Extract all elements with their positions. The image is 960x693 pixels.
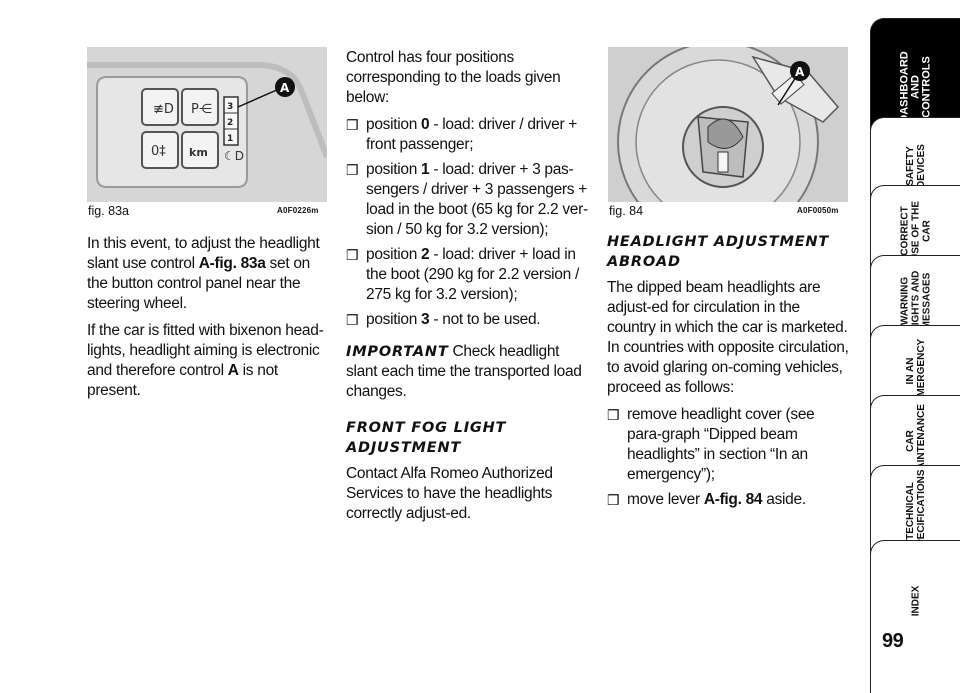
headlight-lever-illustration: A (608, 47, 848, 202)
figure-caption: fig. 84 (609, 204, 644, 218)
section-tabs: DASHBOARD AND CONTROLS SAFETY DEVICES CO… (870, 0, 960, 693)
figure-caption: fig. 83a (88, 204, 130, 218)
section-heading: HEADLIGHT ADJUSTMENT ABROAD (607, 234, 830, 270)
list-item: ❒position 2 - load: driver + load in the… (346, 246, 579, 303)
tab-index[interactable]: INDEX (870, 540, 960, 693)
list-item: ❒position 0 - load: driver / driver + fr… (346, 116, 578, 153)
paragraph: Control has four positions corresponding… (346, 49, 561, 106)
svg-text:3: 3 (227, 102, 233, 112)
paragraph: In this event, to adjust the headlight s… (87, 235, 320, 312)
list-item: ❒position 3 - not to be used. (346, 311, 541, 328)
figure-code: A0F0226m (277, 206, 319, 215)
checkbox-bullet-icon: ❒ (346, 247, 359, 263)
km-button-label: km (189, 146, 208, 159)
callout-a: A (795, 65, 805, 79)
svg-text:1: 1 (227, 134, 233, 144)
svg-text:≢D: ≢D (153, 102, 174, 117)
checkbox-bullet-icon: ❒ (346, 312, 359, 328)
checkbox-bullet-icon: ❒ (607, 407, 620, 423)
svg-text:☾D: ☾D (224, 149, 244, 163)
svg-text:P⋲: P⋲ (191, 102, 212, 117)
list-item: ❒remove headlight cover (see para-graph … (607, 406, 815, 483)
important-note: IMPORTANT Check headlight slant each tim… (346, 343, 582, 400)
page-number: 99 (882, 630, 904, 652)
svg-text:2: 2 (227, 118, 233, 128)
paragraph: Contact Alfa Romeo Authorized Services t… (346, 465, 553, 522)
callout-a: A (280, 81, 290, 95)
paragraph: If the car is fitted with bixenon head-l… (87, 322, 324, 399)
figure-84: A (608, 47, 848, 202)
svg-text:0‡: 0‡ (151, 144, 166, 159)
column-left: In this event, to adjust the headlight s… (87, 234, 327, 408)
list-item: ❒move lever A-fig. 84 aside. (607, 491, 806, 508)
checkbox-bullet-icon: ❒ (607, 492, 620, 508)
column-middle: Control has four positions corresponding… (346, 48, 589, 531)
headlight-control-panel-illustration: ≢D P⋲ 0‡ km 3 2 1 ☾D A (87, 47, 327, 202)
checkbox-bullet-icon: ❒ (346, 117, 359, 133)
figure-code: A0F0050m (797, 206, 839, 215)
section-heading: FRONT FOG LIGHT ADJUSTMENT (346, 420, 507, 456)
list-item: ❒position 1 - load: driver + 3 pas-senge… (346, 161, 588, 238)
checkbox-bullet-icon: ❒ (346, 162, 359, 178)
figure-83a: ≢D P⋲ 0‡ km 3 2 1 ☾D A (87, 47, 327, 202)
column-right: HEADLIGHT ADJUSTMENT ABROAD The dipped b… (607, 232, 850, 515)
paragraph: The dipped beam headlights are adjust-ed… (607, 279, 849, 396)
